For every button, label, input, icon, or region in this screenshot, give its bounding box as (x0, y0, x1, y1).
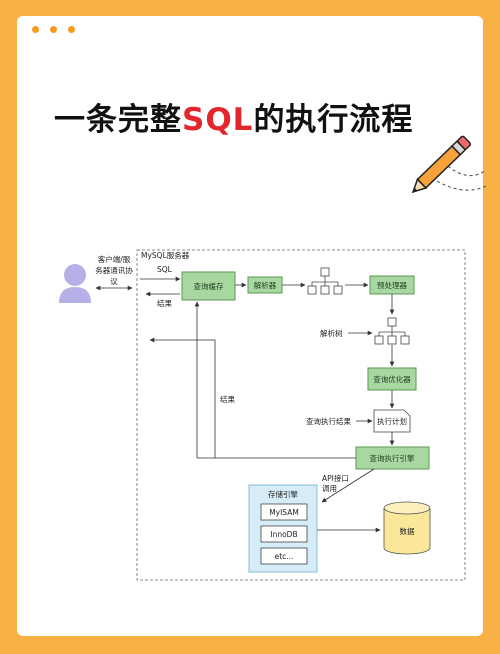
optimizer-label: 查询优化器 (373, 374, 411, 384)
sql-label: SQL (157, 265, 173, 274)
data-label: 数据 (400, 526, 415, 536)
parse-tree-label: 解析树 (320, 328, 343, 338)
result-label-side: 结果 (220, 394, 235, 404)
parse-tree-icon (307, 267, 343, 295)
dot-icon (32, 26, 39, 33)
pencil-icon (411, 135, 487, 194)
user-icon (59, 264, 91, 303)
engine-myisam-box (260, 503, 308, 521)
api-call-label-1: API接口 (322, 473, 349, 483)
engine-innodb-box (260, 525, 308, 543)
execution-plan-doc (373, 409, 411, 433)
query-cache-box (181, 271, 236, 301)
title-part-3: 的执行流程 (253, 102, 414, 138)
dot-icon (68, 26, 75, 33)
svg-text:议: 议 (110, 277, 118, 286)
page-title: 一条完整SQL的执行流程 (54, 94, 434, 139)
query-cache-label: 查询缓存 (194, 281, 224, 291)
engine-etc-label: etc... (275, 552, 294, 561)
engine-myisam-label: MyISAM (269, 508, 299, 517)
parse-tree-icon (374, 317, 410, 345)
result-label-top: 结果 (157, 298, 172, 308)
client-protocol-label: 客户端/服 务器通讯协 议 (95, 254, 133, 286)
title-sql: SQL (182, 102, 254, 138)
optimizer-result-label: 查询执行结果 (306, 416, 351, 426)
server-frame (136, 249, 466, 581)
storage-engine-label: 存储引擎 (268, 489, 298, 499)
svg-text:务器通讯协: 务器通讯协 (95, 265, 133, 275)
engine-innodb-label: InnoDB (270, 530, 297, 539)
executor-label: 查询执行引擎 (370, 453, 415, 463)
database-icon (383, 501, 431, 555)
title-part-1: 一条完整 (54, 102, 182, 138)
engine-etc-box (260, 547, 308, 565)
preprocessor-label: 预处理器 (377, 280, 407, 290)
executor-result-arrow (149, 337, 356, 459)
svg-text:客户端/服: 客户端/服 (98, 254, 131, 264)
api-call-label-2: 调用 (322, 484, 337, 493)
server-label: MySQL服务器 (141, 250, 190, 260)
parser-label: 解析器 (254, 280, 277, 290)
execution-plan-label: 执行计划 (377, 416, 407, 426)
dot-icon (50, 26, 57, 33)
api-call-arrow (321, 468, 375, 503)
